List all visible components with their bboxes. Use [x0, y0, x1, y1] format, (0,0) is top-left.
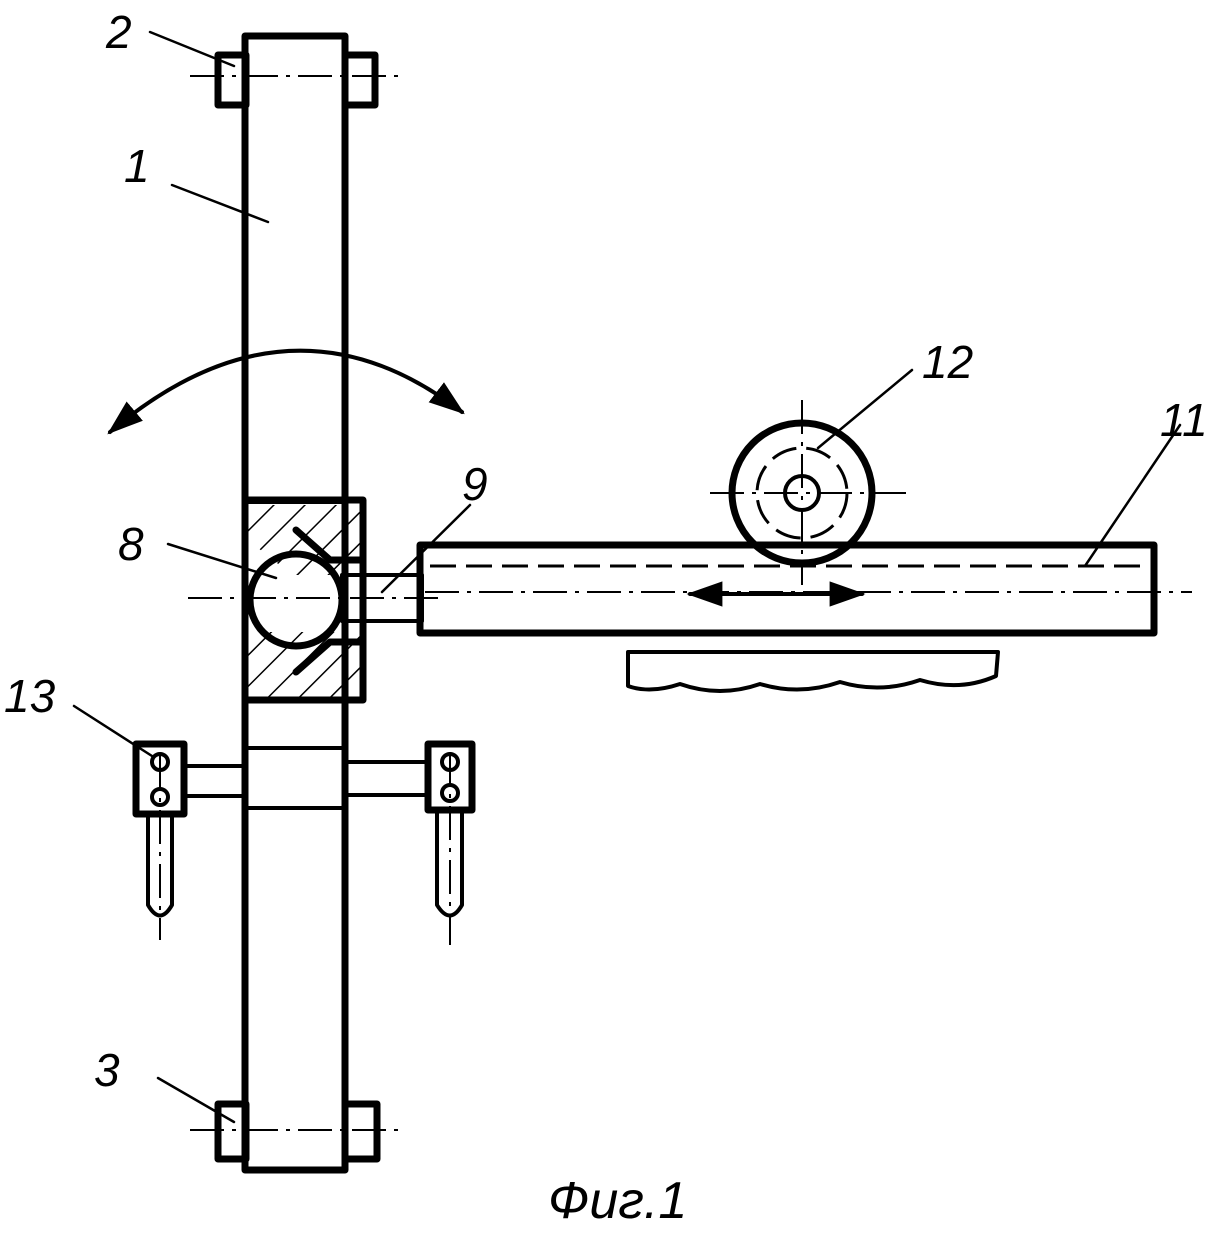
label-9: 9: [462, 458, 488, 510]
label-13: 13: [4, 670, 56, 722]
label-1: 1: [124, 140, 150, 192]
figure-caption: Фиг.1: [548, 1172, 687, 1230]
label-3: 3: [94, 1044, 120, 1096]
swing-arrow: [110, 351, 462, 432]
label-8: 8: [118, 518, 144, 570]
bracket-left-13: [136, 744, 245, 940]
roller-12: [710, 400, 906, 585]
slider-11: [420, 545, 1192, 633]
label-2: 2: [105, 6, 132, 58]
leader-lines: [74, 32, 1180, 1122]
label-12: 12: [922, 336, 973, 388]
label-11: 11: [1160, 394, 1208, 446]
column-1: [245, 36, 345, 1170]
bottom-pivot-3: [190, 1104, 400, 1159]
guide-base: [628, 652, 998, 691]
bracket-right: [345, 744, 472, 945]
